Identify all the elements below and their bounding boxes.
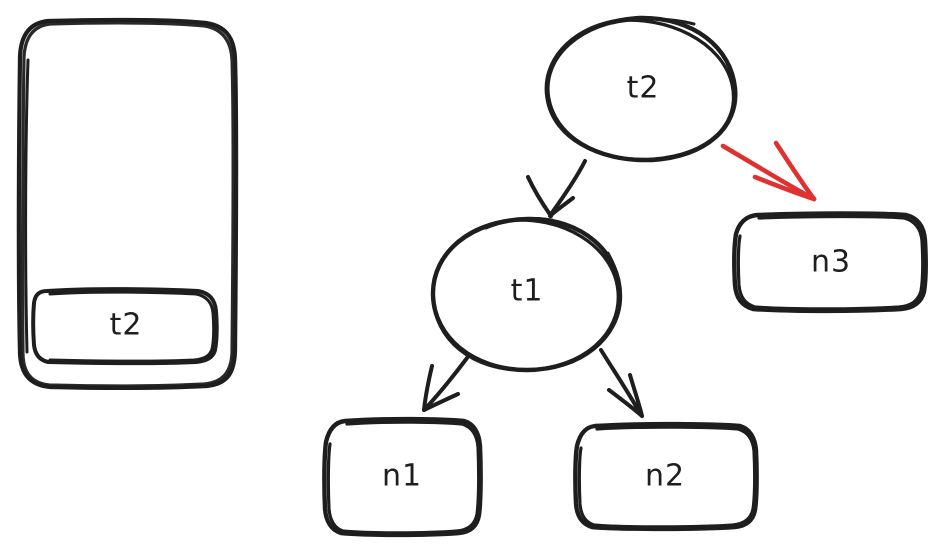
node-n2-outline: [573, 421, 759, 532]
frame-child-outline: [31, 287, 219, 366]
edge-t2-to-n3-shaft: [720, 143, 817, 202]
edge-t2-to-t1[interactable]: [526, 159, 587, 218]
node-n1-outline: [322, 416, 483, 538]
frame-container[interactable]: [16, 17, 239, 391]
node-n2-outline-pass2: [577, 425, 757, 529]
node-n1-outline-pass2: [326, 420, 481, 535]
edge-t1-to-n1-shaft: [423, 356, 469, 411]
node-n1-label: n1: [382, 459, 422, 494]
node-t1-outline-pass2: [431, 218, 620, 372]
frame-child-node-t2[interactable]: t2: [31, 287, 219, 366]
edge-t2-to-n3-arrowhead-upper: [773, 140, 817, 202]
node-n3[interactable]: n3: [732, 211, 928, 314]
node-t1-top-sketch-pass: [484, 217, 554, 230]
frame-outline-primary: [16, 17, 239, 391]
node-t2-top-sketch-pass: [610, 17, 696, 26]
node-t2-outline-pass2: [544, 18, 736, 162]
edge-t2-to-t1-arrowhead-left: [526, 175, 553, 218]
node-n3-outline-pass2: [736, 214, 925, 311]
node-t1[interactable]: t1: [430, 216, 623, 373]
node-n3-label: n3: [811, 245, 851, 280]
edge-t1-to-n1-arrowhead-upper: [422, 364, 434, 412]
edge-t1-to-n2-shaft: [599, 348, 643, 417]
edge-t1-to-n2-arrowhead-left: [607, 388, 644, 418]
edge-t2-to-n3-arrowhead-lower: [752, 174, 817, 202]
edge-t1-to-n2[interactable]: [599, 348, 644, 418]
node-n3-outline: [732, 211, 928, 314]
edge-t1-to-n1-arrowhead-lower: [422, 392, 460, 412]
frame-child-label: t2: [110, 308, 143, 343]
node-t1-right-sketch-pass: [606, 251, 621, 306]
frame-outline-secondary: [20, 21, 235, 388]
node-t1-label: t1: [511, 274, 544, 309]
node-n2-label: n2: [645, 459, 685, 494]
edge-t2-to-t1-shaft: [549, 159, 587, 216]
frame-child-outline-pass2: [48, 290, 216, 363]
node-n1[interactable]: n1: [322, 416, 483, 538]
edge-t2-to-n3[interactable]: [720, 140, 817, 202]
node-t2[interactable]: t2: [544, 15, 738, 163]
node-n2[interactable]: n2: [573, 421, 759, 532]
frame-left-edge-pass: [24, 58, 30, 354]
node-t2-label: t2: [627, 71, 660, 106]
edge-t1-to-n1[interactable]: [422, 356, 469, 412]
edge-t2-to-t1-arrowhead-right: [548, 196, 575, 218]
